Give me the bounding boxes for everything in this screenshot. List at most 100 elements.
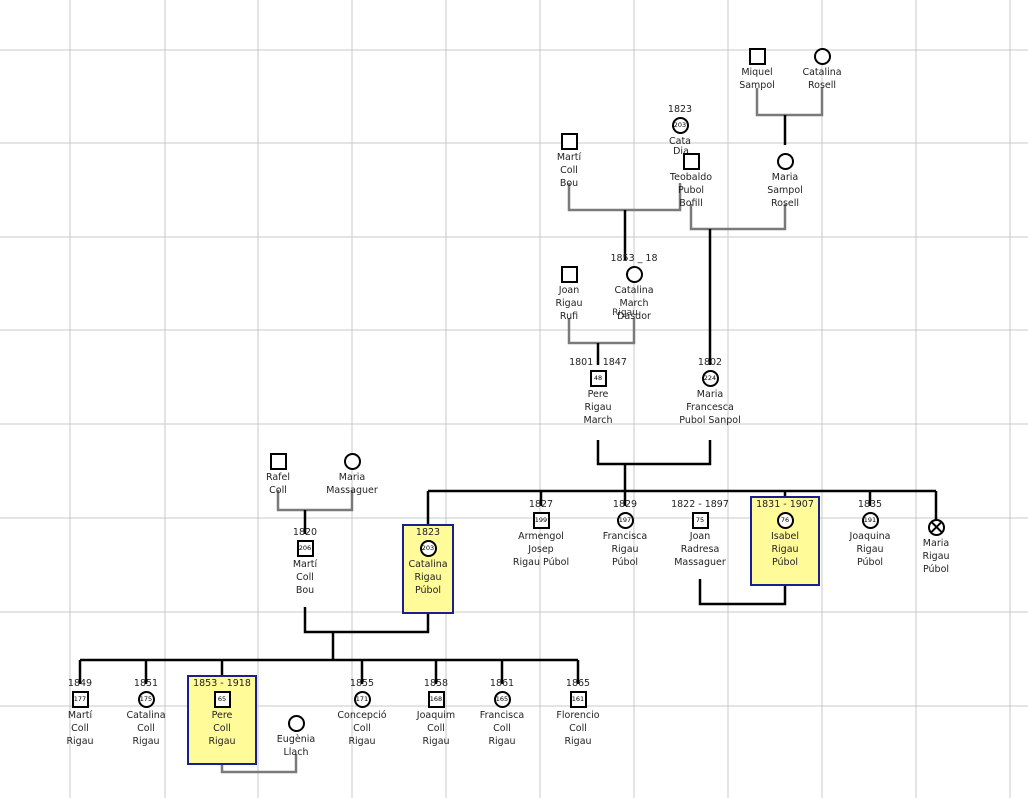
person-name: Joaquim Coll Rigau [416,710,456,747]
female-circle-icon: 224 [701,370,719,387]
male-square-icon [560,133,578,150]
female-circle-icon: 191 [861,512,879,529]
line-teobaldo-maria [689,204,787,231]
person-node-miquel-sampol[interactable]: Miquel Sampol [707,34,807,92]
person-id [563,268,576,281]
person-node-maria-massaguer[interactable]: Maria Massaguer [302,439,402,497]
person-dates: 1801 - 1847 [569,357,627,368]
person-dates: 1858 [423,678,449,689]
line-pere-maria [596,440,712,466]
line-pere-eugenia [220,754,298,774]
person-name: Catalina Coll Rigau [126,710,166,747]
line-sampol-rosell [755,88,824,117]
person-id: 224 [703,374,717,382]
male-square-icon [682,153,700,170]
person-name: Armengol Josep Rigau Púbol [512,531,570,568]
person-name: Teobaldo Pubol Bofill [669,172,713,209]
female-circle-icon [287,715,305,732]
line-marti-catalina [303,607,430,634]
overlap-text-fragment: Dia [673,146,689,157]
person-name: Catalina Rigau Púbol [408,559,448,596]
person-name: Martí Coll Rigau [66,710,94,747]
person-name: Maria Rigau Púbol [922,538,950,575]
person-name: Rafel Coll [265,472,291,496]
person-name: Joan Radresa Massaguer [674,531,726,568]
person-node-joan-rigau[interactable]: Joan Rigau Rufi [519,252,619,323]
person-dates [519,119,619,132]
person-id: 165 [495,695,509,703]
male-square-icon: 75 [691,512,709,529]
person-id [685,155,698,168]
person-dates: 1865 [565,678,591,689]
person-name: Maria Sampol Rosell [767,172,803,209]
person-name: Florencio Coll Rigau [556,710,600,747]
person-id [779,155,792,168]
person-dates [735,139,835,152]
person-dates: 1802 [697,357,723,368]
person-id [272,455,285,468]
male-square-icon [748,48,766,65]
person-node-maria-sampol[interactable]: Maria Sampol Rosell [735,139,835,210]
person-id [346,455,359,468]
person-name: Martí Coll Bou [292,559,318,596]
person-name: Joaquina Rigau Púbol [849,531,891,568]
person-name: Cata [668,136,691,147]
person-dates: 1853 - 1918 [193,678,251,689]
person-node-catalina-rosell[interactable]: Catalina Rosell [772,34,872,92]
highlight-box [402,524,454,614]
female-circle-icon [343,453,361,470]
female-circle-icon [813,48,831,65]
person-dates: 1823 [415,527,441,538]
person-id: 197 [618,516,632,524]
person-dates: 1822 - 1897 [671,499,729,510]
person-name: Isabel Rigau Púbol [770,531,800,568]
person-id: 76 [780,516,790,524]
person-node-teobaldo-pubol[interactable]: Teobaldo Pubol Bofill [641,139,741,210]
person-id: 199 [534,516,548,524]
person-dates: 1861 [489,678,515,689]
male-square-icon: 168 [427,691,445,708]
female-circle-icon: 76 [776,512,794,529]
person-name: Catalina March Dasdor [614,285,654,322]
person-name: Pere Coll Rigau [208,710,236,747]
person-dates [302,439,402,452]
person-dates: 1835 [857,499,883,510]
person-id [930,521,943,534]
person-node-marti-coll-bou-sr[interactable]: Martí Coll Bou [519,119,619,190]
male-square-icon: 161 [569,691,587,708]
person-name: Francisca Rigau Púbol [602,531,648,568]
female-circle-icon [776,153,794,170]
person-node-eugenia-llach[interactable]: Eugènia Llach [246,701,346,759]
person-id [816,50,829,63]
person-dates [886,505,986,518]
male-square-icon: 48 [589,370,607,387]
female-circle-icon: 165 [493,691,511,708]
person-node-rafel-coll[interactable]: Rafel Coll [228,439,328,497]
person-dates: 1820 [292,527,318,538]
person-id: 203 [421,544,435,552]
male-square-icon [269,453,287,470]
person-id [628,268,641,281]
person-id: 75 [695,516,705,524]
person-node-maria-rigau[interactable]: Maria Rigau Púbol [886,505,986,576]
overlap-text-rigau: Rigau [612,308,638,318]
